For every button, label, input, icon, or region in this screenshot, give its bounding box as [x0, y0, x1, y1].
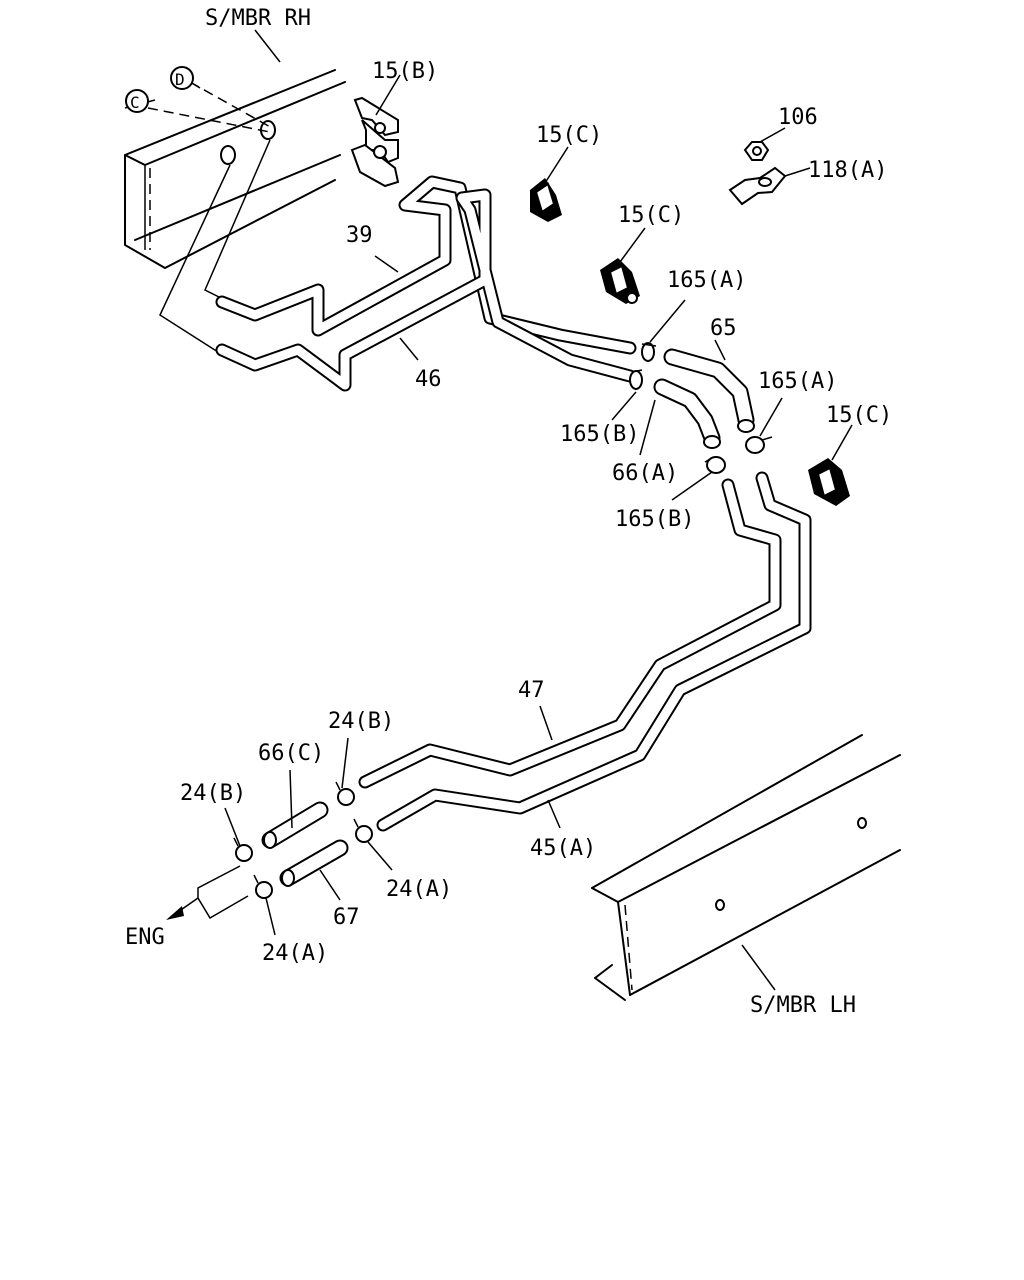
- label-15c-1: 15(C): [536, 123, 602, 148]
- hose-66c: [261, 801, 329, 849]
- label-65: 65: [710, 316, 737, 341]
- clip-24b-1: [335, 737, 355, 806]
- label-15b: 15(B): [372, 59, 438, 84]
- clamp-165b-1: [611, 369, 643, 421]
- clip-24b-2: [224, 807, 253, 862]
- eng-label: ENG: [125, 925, 165, 950]
- clip-24a-2: [253, 874, 276, 936]
- label-24b-2: 24(B): [180, 781, 246, 806]
- label-15c-3: 15(C): [826, 403, 892, 428]
- label-24a-1: 24(A): [386, 877, 452, 902]
- clamp-165b-2: [671, 456, 726, 501]
- ref-circle-c: C: [125, 89, 149, 113]
- label-15c-2: 15(C): [618, 203, 684, 228]
- label-106: 106: [778, 105, 818, 130]
- clip-15c-3: [808, 424, 853, 506]
- hose-67: [279, 839, 349, 887]
- clip-15b: [350, 74, 401, 188]
- label-66a: 66(A): [612, 461, 678, 486]
- pipe-47: [358, 478, 782, 789]
- clip-15c-2: [600, 227, 646, 304]
- side-member-rh-label: S/MBR RH: [205, 6, 311, 31]
- svg-text:D: D: [175, 70, 185, 89]
- label-165a-2: 165(A): [758, 369, 837, 394]
- label-66c: 66(C): [258, 741, 324, 766]
- bracket-118a: [728, 166, 811, 206]
- svg-text:C: C: [130, 93, 140, 112]
- pipe-45a: [376, 471, 812, 832]
- side-member-lh: [591, 734, 901, 1001]
- clip-24a-1: [353, 818, 393, 871]
- eng-direction-arrow: [166, 865, 249, 920]
- label-165b-2: 165(B): [615, 507, 694, 532]
- hose-66a: [653, 378, 721, 449]
- label-67: 67: [333, 905, 360, 930]
- label-165a-1: 165(A): [667, 268, 746, 293]
- label-45a: 45(A): [530, 836, 596, 861]
- label-24a-2: 24(A): [262, 941, 328, 966]
- clip-15c-1: [530, 146, 569, 222]
- clamp-165a-1: [641, 299, 686, 362]
- clamp-165a-2: [745, 397, 783, 454]
- label-24b-1: 24(B): [328, 709, 394, 734]
- label-46: 46: [415, 367, 442, 392]
- leader-lines: [289, 255, 726, 901]
- label-118a: 118(A): [808, 158, 887, 183]
- label-47: 47: [518, 678, 545, 703]
- pipe-46: [215, 188, 637, 392]
- nut-106: [743, 127, 786, 161]
- label-39: 39: [346, 223, 373, 248]
- ref-circle-d: D: [170, 66, 194, 90]
- hose-65: [663, 348, 755, 433]
- side-member-lh-label: S/MBR LH: [750, 993, 856, 1018]
- label-165b-1: 165(B): [560, 422, 639, 447]
